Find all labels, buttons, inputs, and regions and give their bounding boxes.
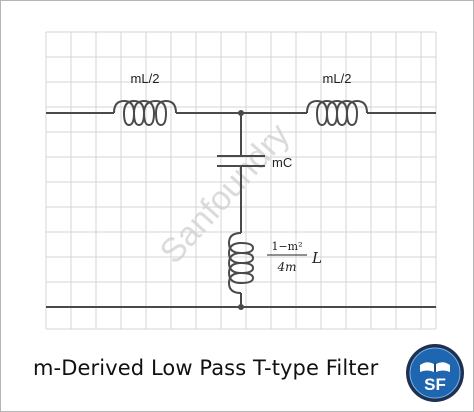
shunt-inductor-label: 1−m² 4m L xyxy=(267,240,322,274)
right-series-inductor xyxy=(306,99,368,127)
open-book-icon xyxy=(420,362,450,372)
shunt-inductor xyxy=(227,232,255,294)
inductance-symbol: L xyxy=(311,249,322,267)
left-inductor-label: mL/2 xyxy=(131,71,160,86)
sanfoundry-logo: SF xyxy=(406,344,464,402)
fraction-denominator: 4m xyxy=(276,260,296,274)
circuit-diagram: Sanfoundry mL/2 mL/2 mC xyxy=(45,31,437,330)
fraction-numerator: 1−m² xyxy=(271,240,302,253)
capacitor-label: mC xyxy=(272,155,292,170)
junction-bottom xyxy=(238,304,244,310)
figure-caption: m-Derived Low Pass T-type Filter xyxy=(33,356,379,380)
logo-text: SF xyxy=(424,375,446,394)
right-inductor-label: mL/2 xyxy=(323,71,352,86)
left-series-inductor xyxy=(113,99,177,127)
junction-top xyxy=(238,110,244,116)
